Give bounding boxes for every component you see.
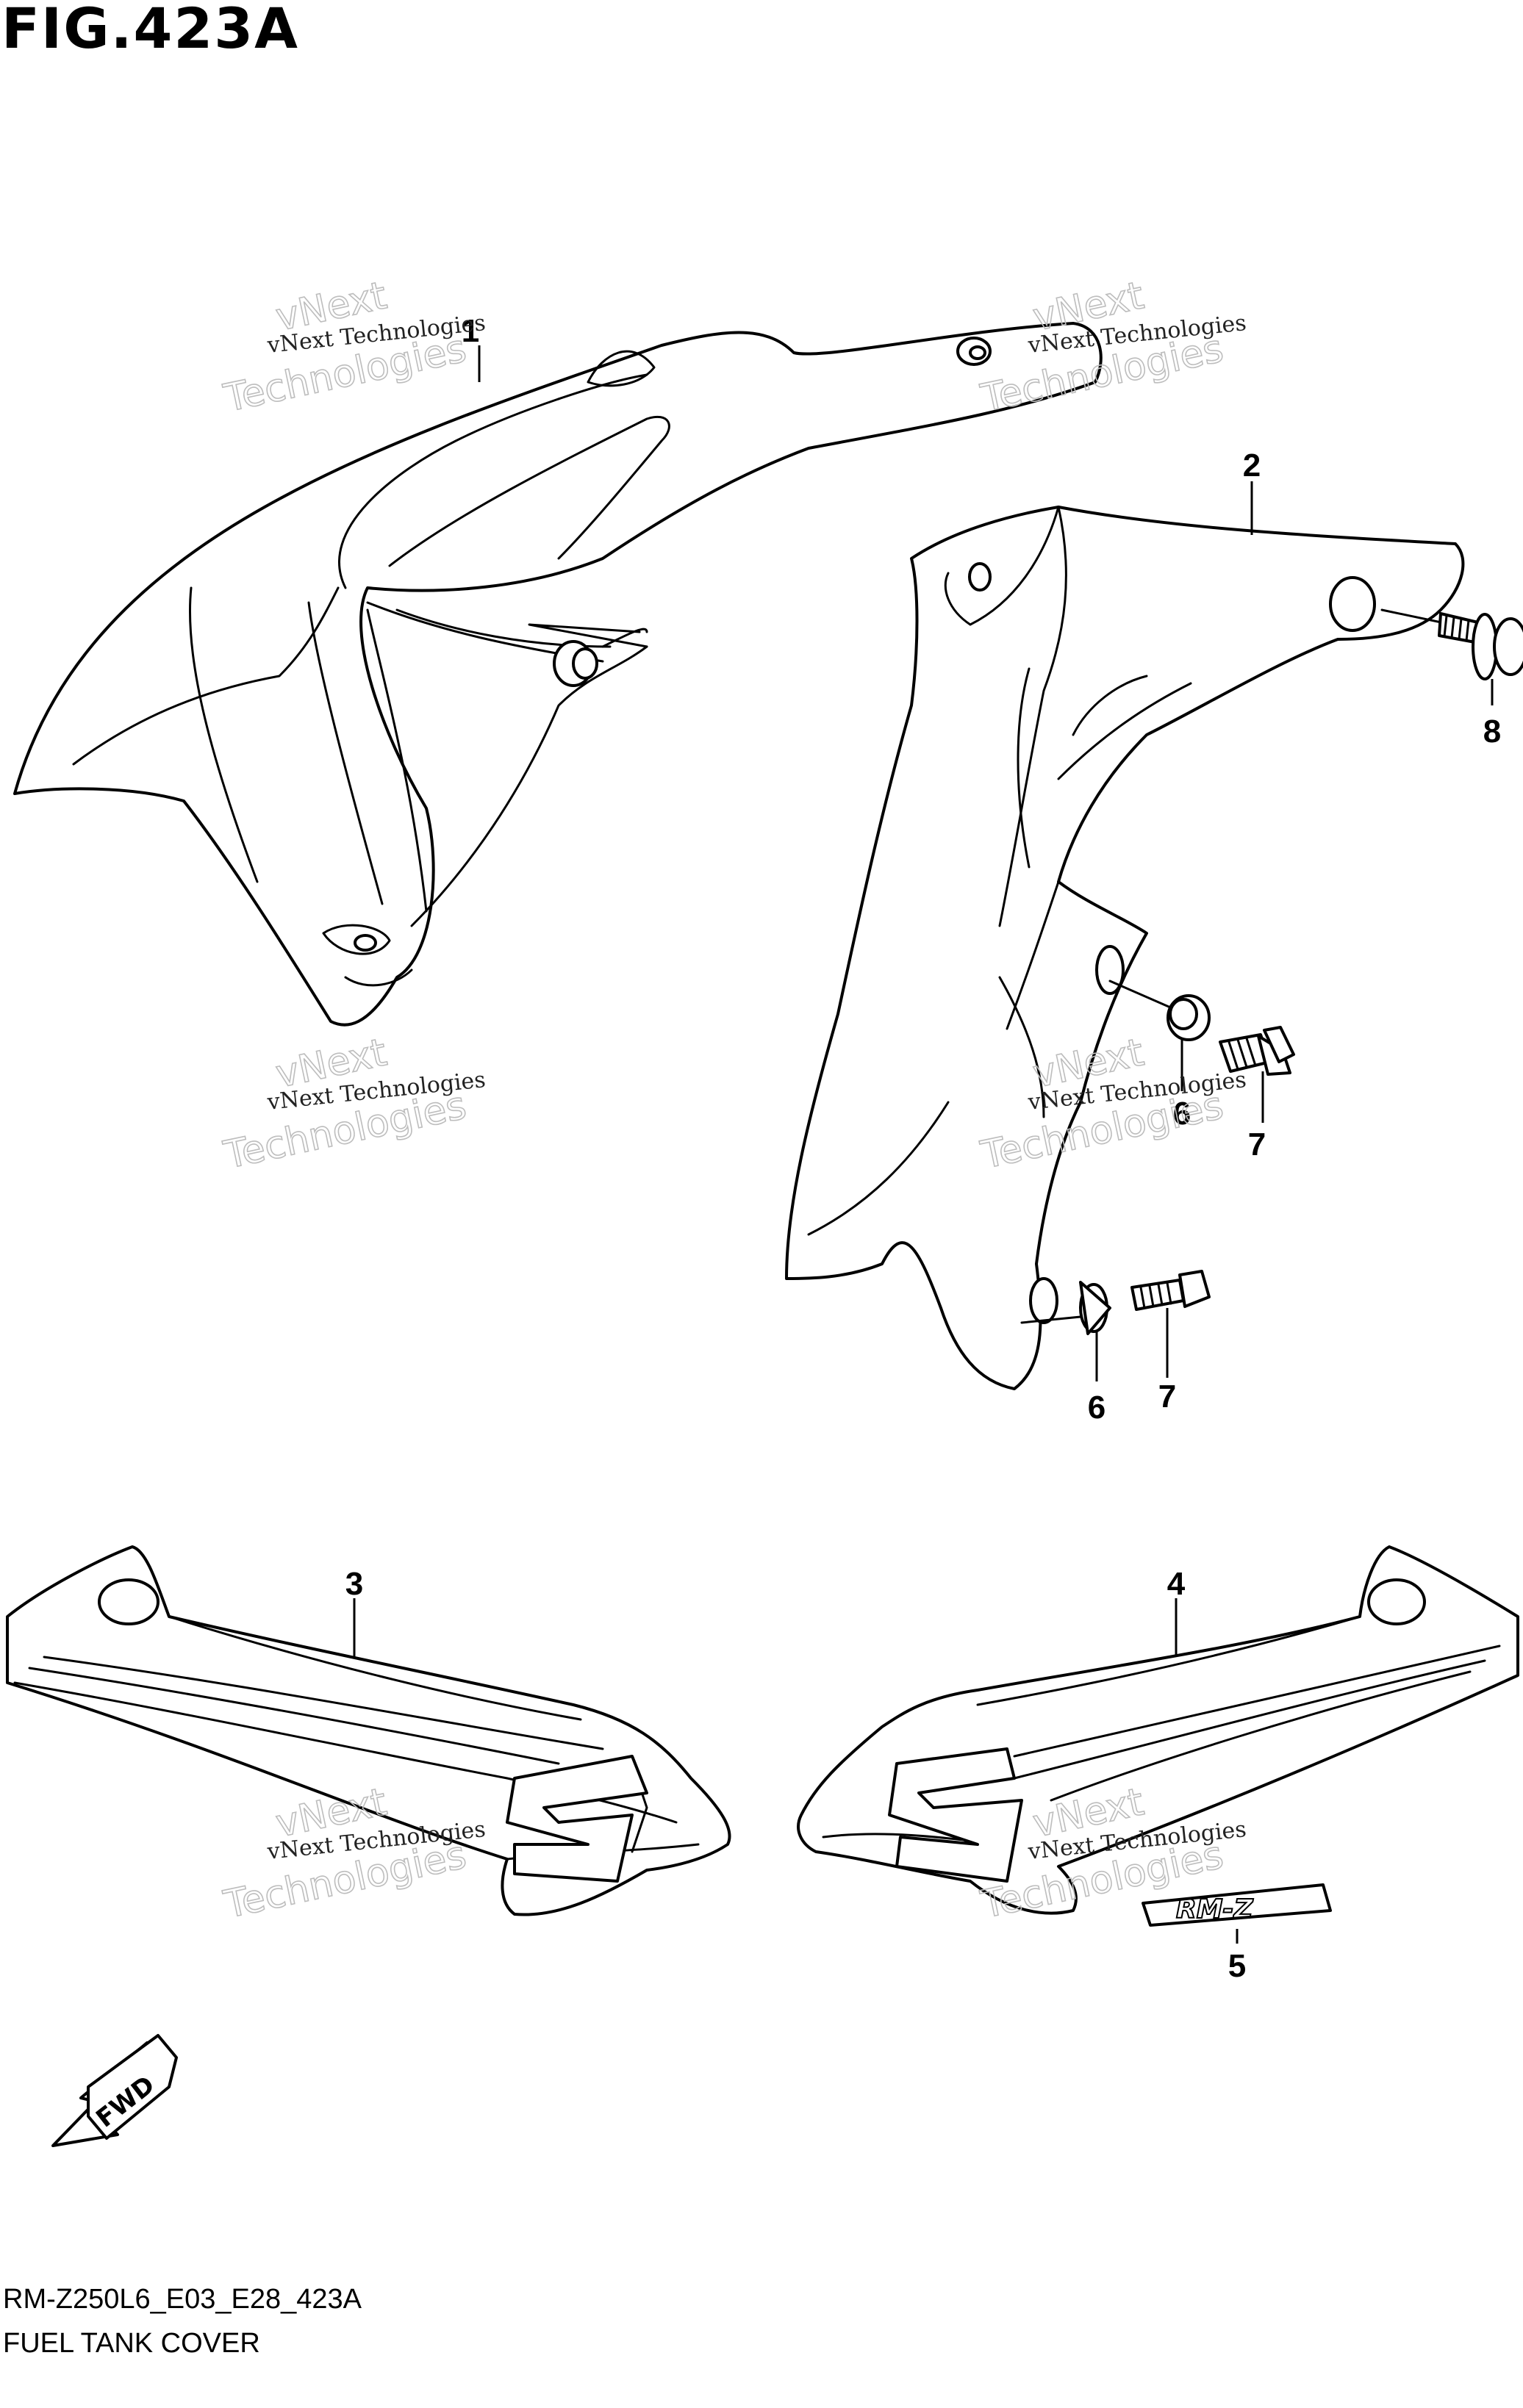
part-1-tank-cover-frame [13,322,1103,1027]
model-emblem-text: RM-Z [1176,1894,1253,1924]
suzuki-logo-right: S [888,1747,1023,1883]
watermark-mid-left: vNext Technologies vNext Technologies [219,1030,487,1179]
part-6-collar-lower [1020,1281,1111,1381]
callout-2: 2 [1243,448,1261,484]
callout-8: 8 [1483,714,1501,750]
callout-7-upper: 7 [1248,1126,1266,1162]
callout-7-lower: 7 [1158,1379,1176,1415]
watermark-top-left: vNext Technologies vNext Technologies [219,273,487,422]
figure-title: FIG.423A [1,0,299,61]
watermark-top-right: vNext Technologies vNext Technologies [976,273,1247,422]
forward-direction-arrow: FWD [51,2034,178,2147]
figure-code: RM-Z250L6_E03_E28_423A [3,2284,362,2315]
callout-5: 5 [1228,1948,1246,1984]
part-7-bolt-lower [1130,1270,1211,1378]
part-4-right-side-cover: S [797,1545,1519,1915]
figure-subtitle: FUEL TANK COVER [3,2328,260,2359]
callout-4: 4 [1167,1566,1186,1602]
suzuki-logo-left: S [506,1755,648,1883]
part-8-screw [1380,608,1523,705]
callout-6-lower: 6 [1088,1390,1105,1426]
part-6-collar-upper [1108,980,1211,1091]
part-5-model-emblem: RM-Z [1142,1883,1332,1944]
part-2-radiator-shroud [785,481,1465,1390]
callout-1: 1 [462,313,479,349]
callout-3: 3 [345,1566,363,1602]
part-7-bolt-upper [1219,1026,1295,1123]
part-3-left-side-cover: S [6,1545,731,1916]
callout-6-upper: 6 [1173,1096,1191,1132]
